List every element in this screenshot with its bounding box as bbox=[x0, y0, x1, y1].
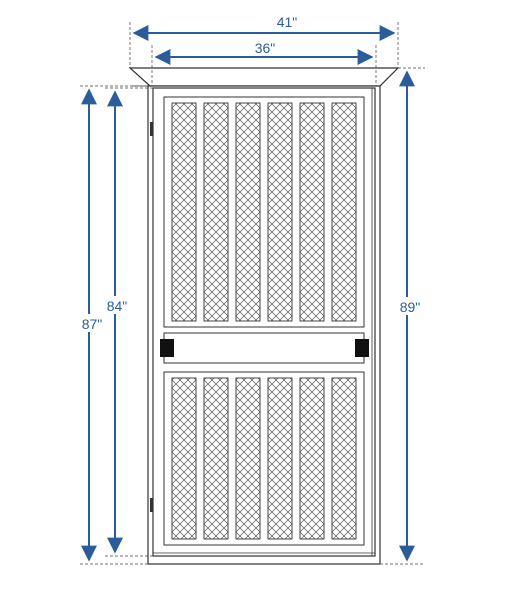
upper-mesh-slat bbox=[267, 102, 293, 322]
lower-mesh-slat bbox=[299, 377, 325, 540]
lower-panel bbox=[163, 371, 365, 546]
upper-mesh-slat bbox=[299, 102, 325, 322]
mid-rail bbox=[163, 332, 365, 364]
frame-height-label: 87" bbox=[82, 316, 103, 332]
door-height-label: 84" bbox=[107, 298, 128, 314]
lower-mesh-slat bbox=[235, 377, 261, 540]
extension-lines bbox=[80, 22, 425, 565]
upper-mesh-slat bbox=[203, 102, 229, 322]
upper-panel-slats bbox=[171, 102, 357, 322]
upper-mesh-slat bbox=[171, 102, 197, 322]
overall-height-label: 89" bbox=[400, 299, 421, 315]
upper-mesh-slat bbox=[235, 102, 261, 322]
hinge-bottom bbox=[150, 498, 153, 512]
lower-panel-slats bbox=[171, 377, 357, 540]
hinge-top bbox=[150, 122, 153, 136]
right-handle bbox=[355, 339, 369, 357]
lower-mesh-slat bbox=[171, 377, 197, 540]
left-handle bbox=[160, 339, 174, 357]
lower-mesh-slat bbox=[331, 377, 357, 540]
upper-panel bbox=[163, 96, 365, 328]
lower-mesh-slat bbox=[203, 377, 229, 540]
header-trim bbox=[128, 67, 400, 87]
upper-mesh-slat bbox=[331, 102, 357, 322]
lower-mesh-slat bbox=[267, 377, 293, 540]
overall-width-label: 41" bbox=[277, 14, 298, 30]
door-width-label: 36" bbox=[255, 40, 276, 56]
